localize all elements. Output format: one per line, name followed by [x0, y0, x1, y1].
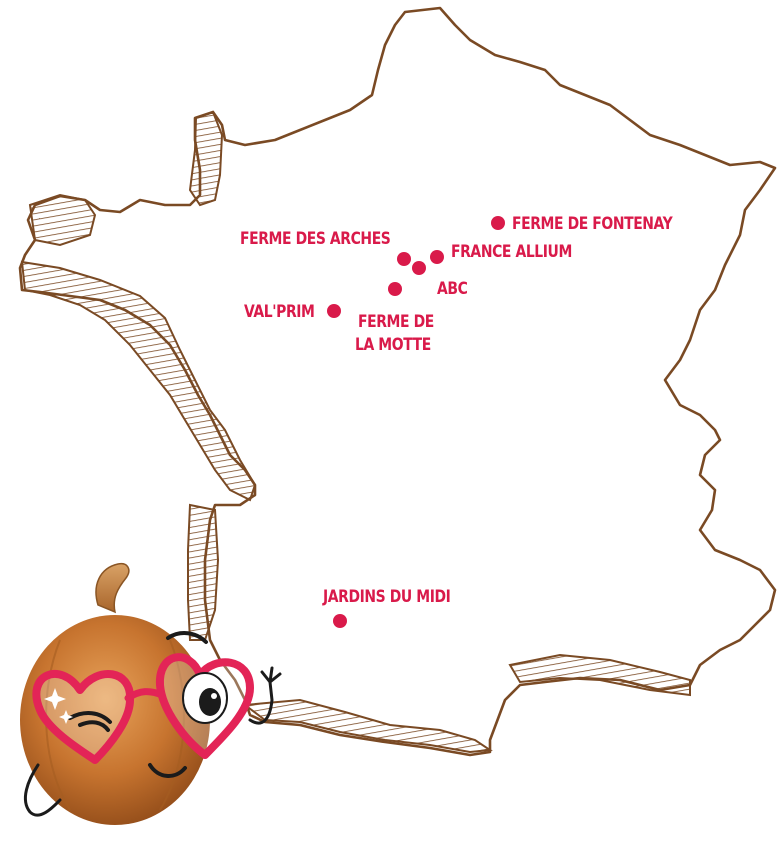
coast-hatch-pyrenees: [242, 698, 493, 754]
label-val-prim[interactable]: VAL'PRIM: [244, 302, 315, 322]
label-france-allium[interactable]: FRANCE ALLIUM: [451, 242, 572, 262]
coast-hatch-cotentin: [188, 110, 224, 207]
label-ferme-des-arches[interactable]: FERME DES ARCHES: [240, 229, 391, 249]
coast-hatch-brittany: [20, 260, 257, 502]
label-ferme-de-la-motte-line1[interactable]: FERME DE: [358, 312, 434, 332]
marker-ferme-de-la-motte[interactable]: [388, 282, 402, 296]
label-jardins-du-midi[interactable]: JARDINS DU MIDI: [323, 587, 451, 607]
label-ferme-de-la-motte-line2[interactable]: LA MOTTE: [355, 335, 431, 355]
france-outline: [18, 6, 777, 757]
marker-val-prim[interactable]: [327, 304, 341, 318]
label-ferme-de-fontenay[interactable]: FERME DE FONTENAY: [512, 214, 673, 234]
marker-ferme-des-arches[interactable]: [397, 252, 411, 266]
marker-jardins-du-midi[interactable]: [333, 614, 347, 628]
marker-france-allium[interactable]: [430, 250, 444, 264]
marker-abc[interactable]: [412, 261, 426, 275]
marker-ferme-de-fontenay[interactable]: [491, 216, 505, 230]
onion-mascot-icon: [20, 562, 282, 825]
label-abc[interactable]: ABC: [437, 279, 468, 299]
